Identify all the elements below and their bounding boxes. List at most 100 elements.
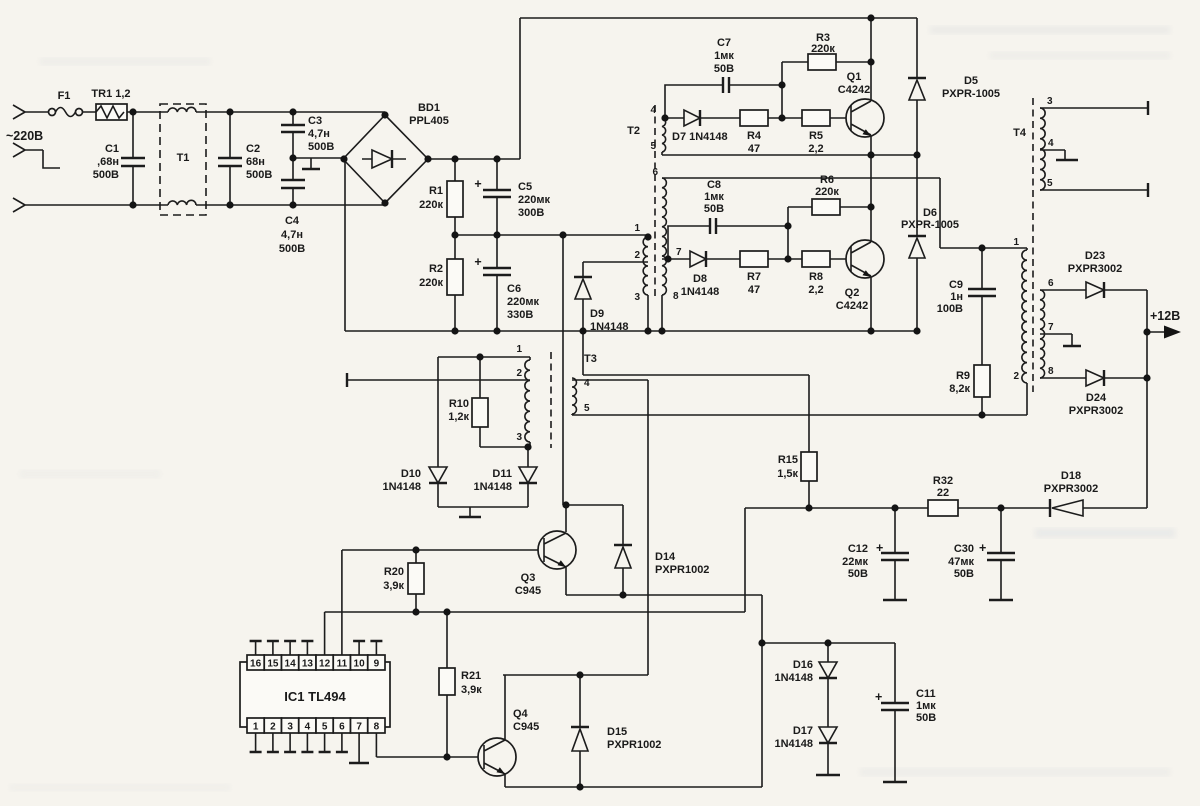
ic-pin-bars xyxy=(249,639,383,754)
r10-value: 1,2к xyxy=(448,411,469,423)
resistor-R32-body xyxy=(927,499,959,517)
c12-voltage: 50В xyxy=(848,568,868,580)
transistor-Q1-legs xyxy=(850,100,872,136)
ic-pin11: 11 xyxy=(337,659,348,670)
c5-voltage: 300В xyxy=(518,207,544,219)
c4-ref: C4 xyxy=(285,215,300,227)
c30-ref: C30 xyxy=(954,543,974,555)
t4-pin8: 8 xyxy=(1048,366,1054,377)
c8-ref: C8 xyxy=(707,179,721,191)
q4-ref: Q4 xyxy=(513,708,529,720)
t3-pin2: 2 xyxy=(516,368,522,379)
terminal-bars-2 xyxy=(345,373,481,519)
r8-ref: R8 xyxy=(809,271,823,283)
t4-pin3: 3 xyxy=(1047,96,1053,107)
t3-label: T3 xyxy=(584,353,597,365)
c8-value: 1мк xyxy=(704,191,724,203)
d15-part: PXPR1002 xyxy=(607,739,661,751)
d24-ref: D24 xyxy=(1086,392,1107,404)
d14-part: PXPR1002 xyxy=(655,564,709,576)
c1-ref: C1 xyxy=(105,143,119,155)
scan-smudge xyxy=(20,470,160,478)
c6-plus: + xyxy=(474,255,481,269)
t4-windings xyxy=(1021,107,1046,384)
t1-coils xyxy=(167,106,197,206)
resistor-R15-body xyxy=(800,451,818,482)
c3-value: 4,7н xyxy=(308,128,330,140)
r4-ref: R4 xyxy=(747,130,762,142)
c2-ref: C2 xyxy=(246,143,260,155)
d11-ref: D11 xyxy=(492,468,512,480)
r15-value: 1,5к xyxy=(777,468,798,480)
r20-ref: R20 xyxy=(384,566,404,578)
d10-part: 1N4148 xyxy=(382,481,421,493)
t4-pin2: 2 xyxy=(1013,371,1019,382)
t2-pin6: 6 xyxy=(652,167,658,178)
transistor-Q4-body xyxy=(477,737,517,777)
ic-pin4: 4 xyxy=(305,722,311,733)
f1-label: F1 xyxy=(58,90,71,102)
transformer-cores xyxy=(550,98,1034,448)
bd1-part: PPL405 xyxy=(409,115,449,127)
r2-value: 220к xyxy=(419,277,443,289)
q3-part: C945 xyxy=(515,585,541,597)
c11-voltage: 50В xyxy=(916,712,936,724)
d7-label: D7 1N4148 xyxy=(672,131,728,143)
ic-pin1: 1 xyxy=(253,722,259,733)
c1-value: ,68н xyxy=(97,156,119,168)
c5-plus: + xyxy=(474,177,481,191)
d23-ref: D23 xyxy=(1085,250,1105,262)
t3-windings xyxy=(524,359,578,443)
d16-part: 1N4148 xyxy=(774,672,813,684)
t4-pin1: 1 xyxy=(1013,237,1019,248)
r10-ref: R10 xyxy=(449,398,469,410)
transistor-Q3-legs xyxy=(543,532,567,568)
ic1-label: IC1 TL494 xyxy=(284,689,346,704)
transistor-Q3-body xyxy=(537,530,577,570)
c4-value: 4,7н xyxy=(281,229,303,241)
ic-pin9: 9 xyxy=(374,659,380,670)
transistor-Q2-legs xyxy=(850,241,872,277)
bridge-BD1-body xyxy=(341,113,430,205)
ic-pin12: 12 xyxy=(319,659,331,670)
r4-value: 47 xyxy=(748,143,760,155)
r21-ref: R21 xyxy=(461,670,481,682)
t3-pin5: 5 xyxy=(584,403,590,414)
c6-ref: C6 xyxy=(507,283,521,295)
terminal-bars xyxy=(1056,101,1150,348)
wire-feedback xyxy=(347,235,810,532)
ic-pin15: 15 xyxy=(267,659,279,670)
t2-pin3: 3 xyxy=(634,292,640,303)
c7-ref: C7 xyxy=(717,37,731,49)
resistor-R7-body xyxy=(739,250,769,268)
c30-value: 47мк xyxy=(948,556,974,568)
scan-artifacts xyxy=(10,26,1175,791)
wire-control xyxy=(323,380,1147,788)
d23-part: PXPR3002 xyxy=(1068,263,1122,275)
scan-smudge xyxy=(860,768,1170,776)
t2-label: T2 xyxy=(627,125,640,137)
c9-value: 1н xyxy=(950,291,963,303)
c5-value: 220мк xyxy=(518,194,550,206)
input-terminal-arrows xyxy=(12,104,26,213)
d24-part: PXPR3002 xyxy=(1069,405,1123,417)
r20-value: 3,9к xyxy=(383,580,404,592)
r8-value: 2,2 xyxy=(808,284,823,296)
scan-smudge xyxy=(990,52,1170,59)
t2-windings xyxy=(642,117,668,296)
c4-voltage: 500В xyxy=(279,243,305,255)
d15-ref: D15 xyxy=(607,726,627,738)
d16-ref: D16 xyxy=(793,659,813,671)
ic-pin2: 2 xyxy=(270,722,276,733)
scan-smudge xyxy=(930,26,1170,34)
t3-pin1: 1 xyxy=(516,344,522,355)
r5-ref: R5 xyxy=(809,130,823,142)
r6-ref: R6 xyxy=(820,174,834,186)
component-bodies xyxy=(47,53,1181,777)
r1-ref: R1 xyxy=(429,185,443,197)
r15-ref: R15 xyxy=(778,454,798,466)
transistor-Q2-body xyxy=(845,239,885,279)
t2-pin2: 2 xyxy=(634,250,640,261)
t4-label: T4 xyxy=(1013,127,1027,139)
output-voltage-label: +12В xyxy=(1150,309,1180,323)
